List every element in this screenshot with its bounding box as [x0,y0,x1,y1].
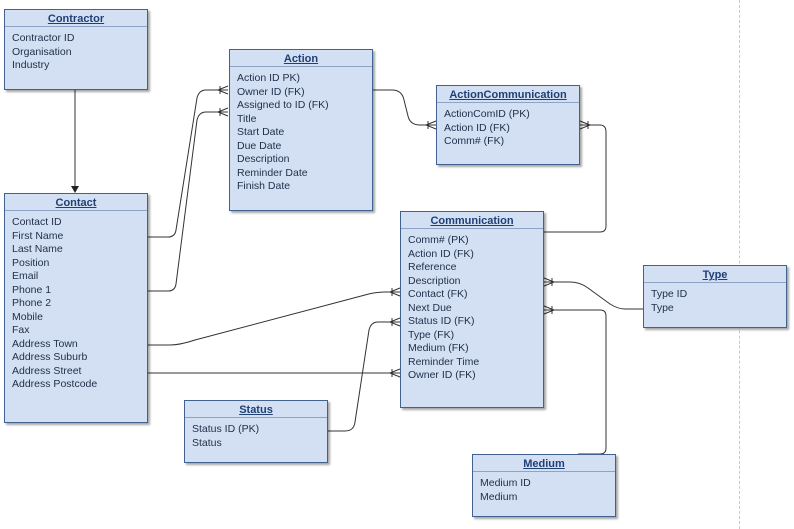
rel-contact-action-assigned [148,111,228,292]
attribute: Owner ID (FK) [237,85,305,98]
attribute: Address Suburb [12,351,88,363]
attribute: Contact (FK) [408,288,468,300]
attribute-list: ActionComID (PK) Action ID (FK) Comm# (F… [437,103,579,149]
rel-type-communication [544,281,643,310]
attribute-list: Contact ID First Name Last Name Position… [5,211,147,392]
entity-communication[interactable]: Communication Comm# (PK) Action ID (FK) … [400,211,544,408]
attribute: Status ID (PK) [192,423,260,435]
crowfoot-icon [543,277,555,287]
attribute: Assigned to ID (FK) [237,99,329,111]
entity-medium[interactable]: Medium Medium ID Medium [472,454,616,517]
attribute: Medium ID [480,477,531,489]
rel-medium-communication [544,309,607,455]
entity-title: Contractor [5,10,147,27]
crowfoot-icon [389,368,401,378]
crowfoot-icon [217,85,229,95]
attribute: Status [192,436,222,449]
attribute: Medium (FK) [408,342,469,354]
attribute-list: Action ID PK) Owner ID (FK) Assigned to … [230,67,372,194]
crowfoot-icon [579,120,591,130]
rel-communication-actioncomm [544,124,607,233]
attribute: Reference [408,261,457,273]
attribute: Phone 2 [12,297,52,309]
attribute: Action ID PK) [237,72,301,84]
entity-action[interactable]: Action Action ID PK) Owner ID (FK) Assig… [229,49,373,211]
attribute: Medium [480,490,518,503]
crowfoot-icon [543,305,555,315]
entity-type[interactable]: Type Type ID Type [643,265,787,328]
attribute: Action ID (FK) [408,247,474,260]
crowfoot-icon [425,120,437,130]
attribute: Address Street [12,364,82,377]
attribute: Fax [12,324,30,336]
attribute: Address Postcode [12,378,98,390]
entity-action-communication[interactable]: ActionCommunication ActionComID (PK) Act… [436,85,580,165]
attribute: Comm# (PK) [408,234,469,246]
attribute: Action ID (FK) [444,121,510,134]
entity-title: Communication [401,212,543,229]
attribute: Title [237,112,257,125]
attribute: Contact ID [12,216,62,228]
attribute: Description [408,274,461,287]
page-boundary-guide [739,0,740,529]
attribute: ActionComID (PK) [444,108,530,120]
attribute: First Name [12,229,64,242]
attribute: Next Due [408,301,452,314]
entity-title: Status [185,401,327,418]
crowfoot-icon [389,317,401,327]
attribute: Type [651,301,674,314]
attribute-list: Status ID (PK) Status [185,418,327,450]
attribute: Address Town [12,337,78,350]
attribute-list: Comm# (PK) Action ID (FK) Reference Desc… [401,229,543,383]
entity-contractor[interactable]: Contractor Contractor ID Organisation In… [4,9,148,90]
attribute: Position [12,256,50,269]
attribute: Mobile [12,310,43,323]
attribute: Type (FK) [408,328,455,341]
attribute-list: Contractor ID Organisation Industry [5,27,147,73]
entity-title: Medium [473,455,615,472]
attribute: Description [237,153,290,165]
attribute: Industry [12,59,50,71]
entity-status[interactable]: Status Status ID (PK) Status [184,400,328,463]
rel-contact-action-owner [148,89,228,238]
rel-contact-communication-contact [148,291,400,346]
arrow-head-icon [71,186,79,193]
attribute: Reminder Time [408,355,480,368]
attribute: Organisation [12,45,72,58]
attribute: Due Date [237,139,282,152]
attribute: Contractor ID [12,32,75,44]
attribute: Start Date [237,126,285,138]
attribute: Finish Date [237,180,291,192]
attribute-list: Medium ID Medium [473,472,615,504]
attribute: Last Name [12,243,63,255]
entity-title: Type [644,266,786,283]
attribute: Type ID [651,288,688,300]
attribute: Status ID (FK) [408,315,475,327]
entity-contact[interactable]: Contact Contact ID First Name Last Name … [4,193,148,423]
attribute: Owner ID (FK) [408,369,476,381]
crowfoot-icon [217,107,229,117]
crowfoot-icon [389,287,401,297]
entity-title: Contact [5,194,147,211]
attribute: Email [12,270,39,282]
rel-action-actioncomm [373,89,436,126]
rel-status-communication [328,321,400,432]
attribute: Reminder Date [237,166,308,179]
entity-title: Action [230,50,372,67]
attribute: Comm# (FK) [444,135,505,147]
attribute-list: Type ID Type [644,283,786,315]
entity-title: ActionCommunication [437,86,579,103]
attribute: Phone 1 [12,283,52,296]
